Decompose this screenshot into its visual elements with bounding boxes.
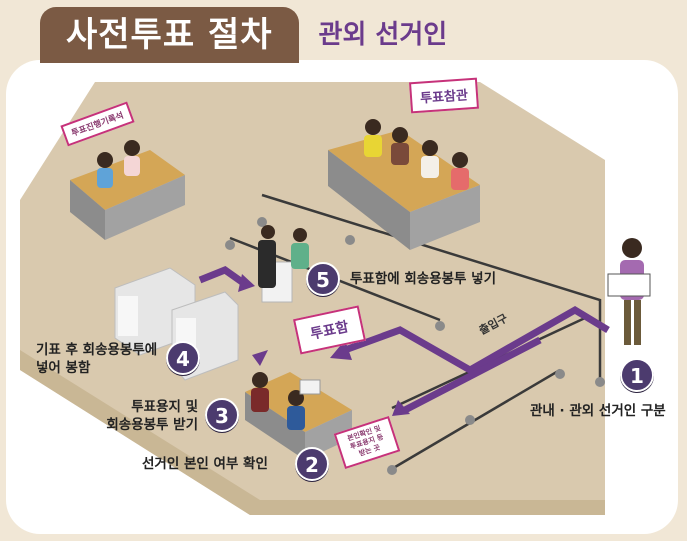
header: 사전투표 절차 관외 선거인: [40, 7, 448, 63]
floor-shadow: [20, 350, 605, 515]
step-2-label: 선거인 본인 여부 확인: [142, 456, 268, 472]
arrow-head-1: [330, 340, 352, 360]
step-3-number: 3: [205, 398, 239, 432]
arrow-head-3: [238, 274, 255, 292]
step-1-number: 1: [620, 358, 654, 392]
step-2-number: 2: [295, 447, 329, 481]
verification-desk: [245, 372, 352, 460]
step-4-label: 기표 후 회송용봉투에 넣어 봉함: [36, 342, 158, 376]
step-1-label: 관내 · 관외 선거인 구분: [530, 403, 666, 419]
observer-table: [328, 119, 480, 250]
step-5-number: 5: [306, 262, 340, 296]
voter-figure: [607, 238, 651, 345]
arrow-head-4: [252, 350, 268, 366]
sign-observers: 투표참관: [409, 77, 479, 114]
arrow-head-2: [392, 400, 410, 416]
page-title: 사전투표 절차: [40, 7, 299, 63]
step-4-number: 4: [166, 341, 200, 375]
barrier-posts: [225, 217, 605, 475]
ballot-box-area: [258, 225, 309, 303]
step-5-label: 투표함에 회송용봉투 넣기: [350, 271, 497, 287]
step-3-label: 투표용지 및 회송용봉투 받기: [106, 399, 198, 433]
page-subtitle: 관외 선거인: [318, 20, 448, 50]
flow-arrows: [198, 266, 610, 414]
record-desk: [70, 140, 185, 240]
